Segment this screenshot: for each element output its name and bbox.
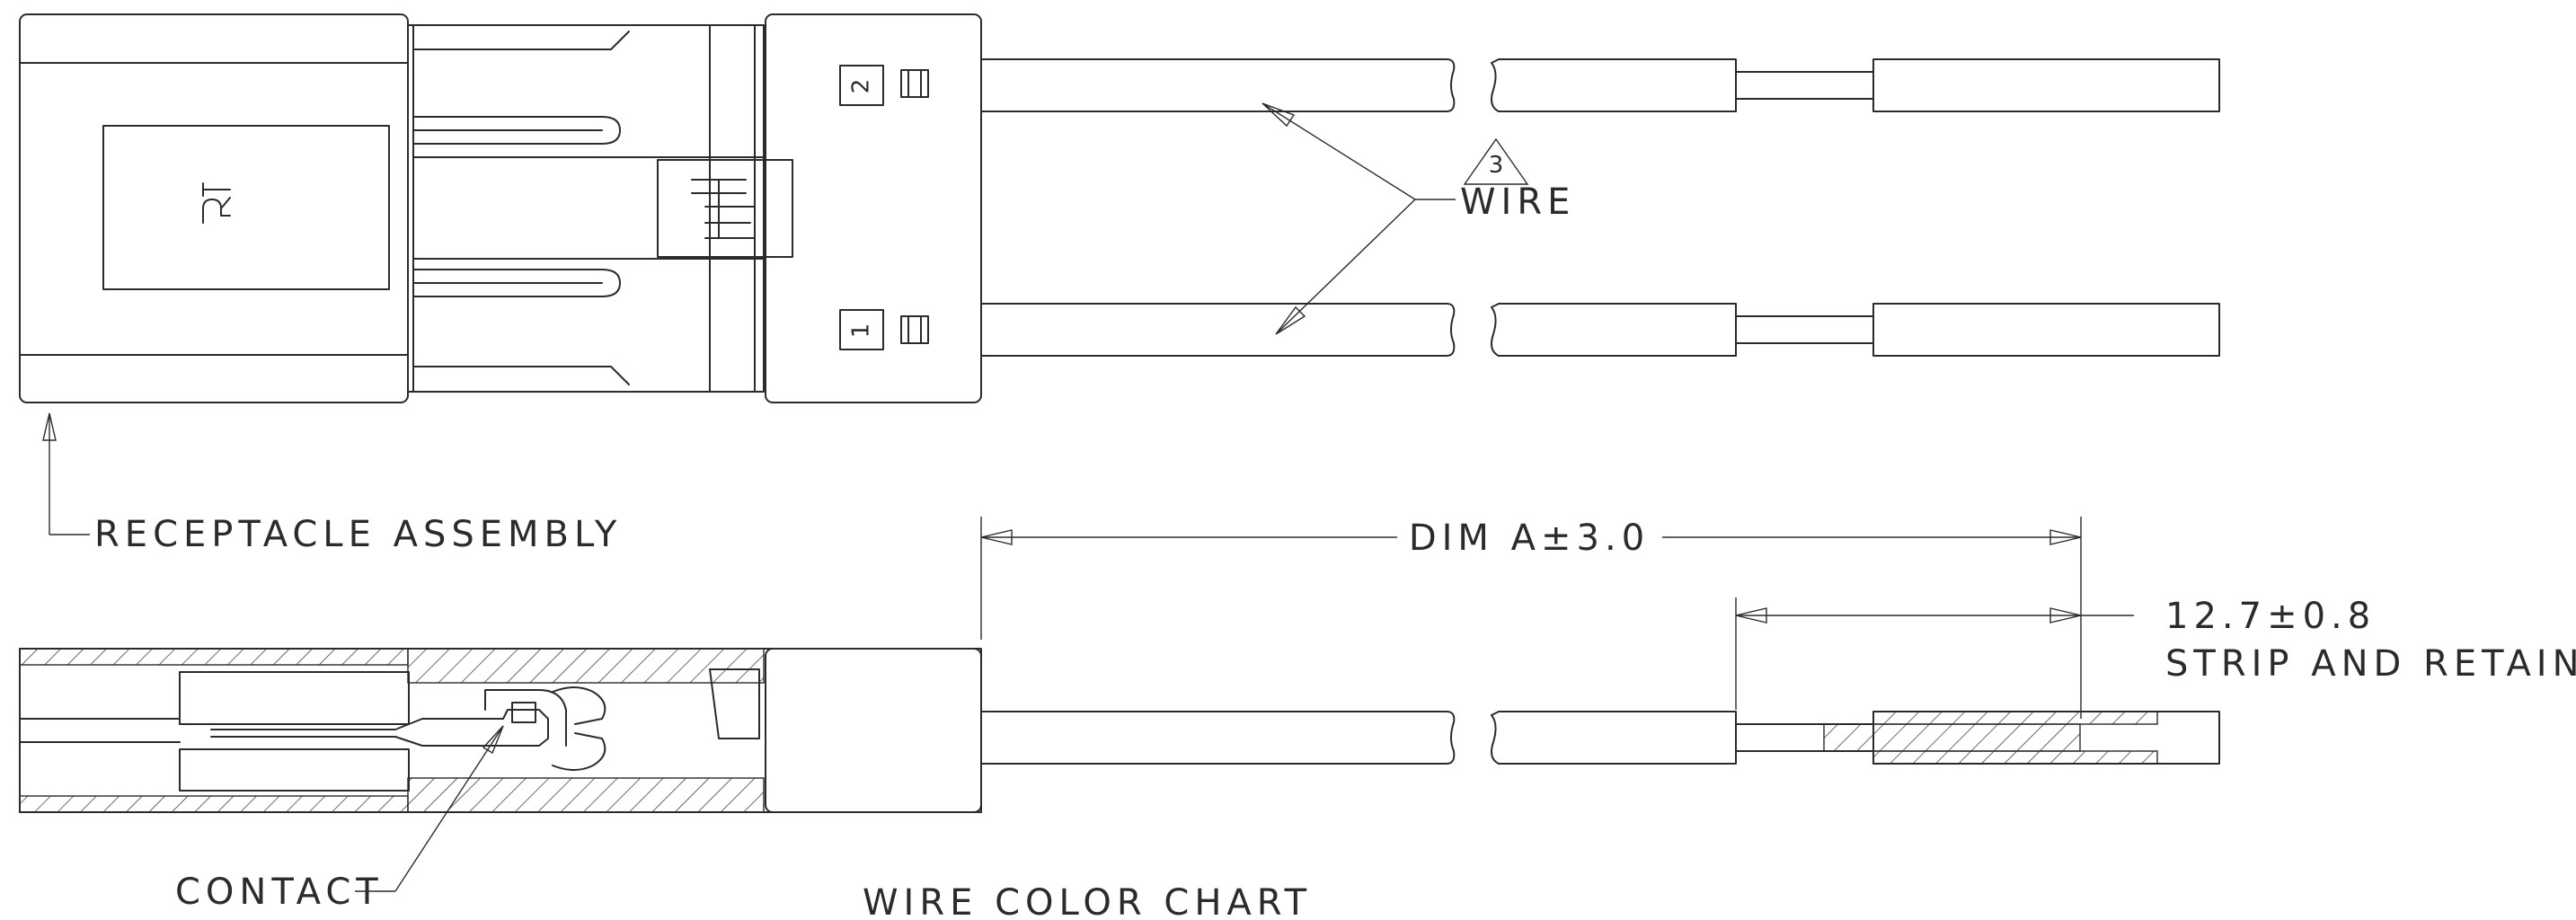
- wire-note-number: 3: [1489, 152, 1504, 179]
- pin-2-label: 2: [848, 79, 875, 94]
- wire-top-lower: [980, 303, 2220, 357]
- receptacle-assembly-callout: RECEPTACLE ASSEMBLY: [42, 412, 622, 555]
- wire-section: [980, 711, 2220, 765]
- receptacle-section-view: [19, 648, 982, 813]
- contact-part: [210, 686, 606, 771]
- dim-a-label: DIM A±3.0: [1409, 518, 1650, 559]
- wire-label: WIRE: [1460, 181, 1575, 223]
- wire-callout: 3 WIRE: [1261, 102, 1575, 335]
- wire-color-chart-title: WIRE COLOR CHART: [863, 882, 1312, 920]
- strip-dimension: 12.7±0.8 STRIP AND RETAIN: [1735, 596, 2576, 710]
- te-logo-icon: [691, 179, 756, 239]
- dim-a-dimension: DIM A±3.0: [980, 517, 2082, 719]
- receptacle-top-view: 2 1: [19, 13, 982, 403]
- wire-top-upper: [980, 58, 2220, 112]
- pin-1-label: 1: [848, 323, 875, 339]
- note-triangle-icon: [1463, 137, 1529, 185]
- contact-label: CONTACT: [175, 871, 384, 913]
- manufacturer-logo-icon: [202, 182, 231, 224]
- receptacle-assembly-label: RECEPTACLE ASSEMBLY: [94, 514, 622, 555]
- contact-callout: CONTACT: [175, 725, 504, 913]
- strip-note-label: STRIP AND RETAIN: [2165, 643, 2576, 685]
- strip-dim-label: 12.7±0.8: [2165, 596, 2376, 637]
